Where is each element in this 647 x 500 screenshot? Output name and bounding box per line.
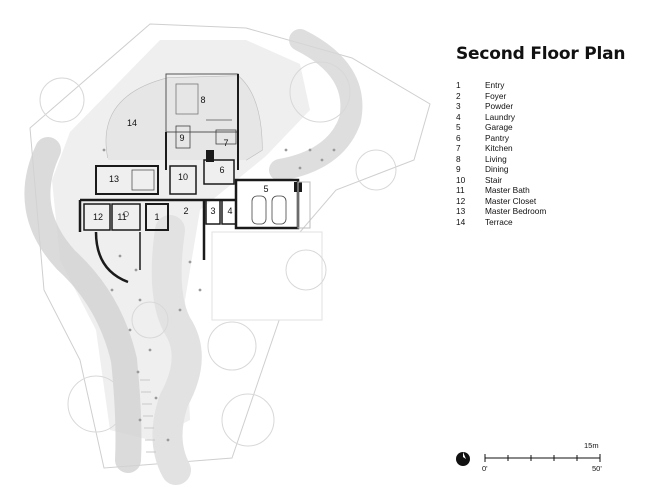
closet-block — [83, 203, 111, 231]
kitchen-island — [215, 129, 237, 145]
legend-room-name: Living — [485, 153, 507, 164]
lawn-right — [211, 231, 323, 321]
pathway-left — [24, 137, 142, 473]
legend-number: 7 — [456, 143, 461, 153]
legend-number: 8 — [456, 153, 461, 164]
room-label-5: 5 — [263, 184, 268, 194]
tree — [131, 301, 169, 339]
legend-number: 3 — [456, 101, 461, 111]
bed — [131, 169, 155, 191]
legend-room-name: Kitchen — [485, 143, 513, 153]
legend-item: 8 Living — [456, 154, 636, 165]
legend-room-name: Laundry — [485, 111, 515, 122]
tree — [221, 393, 275, 447]
legend-item: 9 Dining — [456, 164, 636, 175]
legend-number: 4 — [456, 111, 461, 122]
tree — [39, 77, 85, 123]
car-left — [251, 195, 267, 225]
legend-item: 5 Garage — [456, 122, 636, 133]
dining-table — [175, 125, 191, 149]
sofa — [175, 83, 199, 115]
room-labels: 1 2 3 4 5 6 7 8 9 10 11 12 13 14 — [93, 95, 269, 222]
room-legend: 1 Entry 2 Foyer 3 Powder 4 Laundry 5 Garage 6… — [456, 80, 636, 227]
page-title: Second Floor Plan — [456, 44, 626, 64]
room-label-3: 3 — [210, 206, 215, 216]
garage-apron — [297, 181, 311, 229]
legend-room-name: Garage — [485, 122, 513, 132]
legend-number: 2 — [456, 90, 461, 101]
room-label-14: 14 — [127, 118, 137, 128]
legend-room-name: Entry — [485, 80, 505, 90]
legend-number: 13 — [456, 206, 466, 216]
planting-dots — [102, 108, 336, 442]
bedroom-block — [95, 165, 159, 195]
legend-room-name: Foyer — [485, 90, 507, 101]
car-right — [271, 195, 287, 225]
legend-item: 12 Master Closet — [456, 196, 636, 207]
room-label-7: 7 — [223, 138, 228, 148]
tree — [67, 375, 125, 433]
room-label-11: 11 — [117, 212, 126, 222]
legend-number: 5 — [456, 122, 461, 132]
scale-metric-label: 15m — [584, 441, 599, 450]
legend-room-name: Dining — [485, 164, 509, 174]
legend-number: 10 — [456, 174, 466, 185]
legend-room-name: Master Closet — [485, 195, 537, 206]
driveway — [151, 215, 202, 485]
legend-room-name: Powder — [485, 101, 514, 111]
tree — [289, 61, 351, 123]
terrace-fill — [106, 76, 263, 160]
legend-item: 1 Entry — [456, 80, 636, 91]
legend-number: 1 — [456, 80, 461, 90]
stepping-stones — [140, 379, 156, 453]
room-label-12: 12 — [93, 212, 103, 222]
legend-item: 11 Master Bath — [456, 185, 636, 196]
scale-imperial-label: 50' — [592, 464, 602, 473]
room-label-8: 8 — [200, 95, 205, 105]
room-label-10: 10 — [178, 172, 188, 182]
legend-item: 10 Stair — [456, 175, 636, 186]
legend-number: 11 — [456, 185, 465, 195]
legend-room-name: Master Bedroom — [485, 206, 547, 216]
tree — [285, 249, 327, 291]
room-label-1: 1 — [154, 212, 159, 222]
tree — [355, 149, 397, 191]
building-plan — [78, 73, 311, 284]
scale-zero-label: 0' — [482, 464, 488, 473]
lot-boundary — [29, 23, 431, 469]
legend-room-name: Stair — [485, 174, 503, 185]
legend-item: 3 Powder — [456, 101, 636, 112]
legend-item: 6 Pantry — [456, 133, 636, 144]
legend-room-name: Master Bath — [485, 185, 530, 195]
stair-block — [169, 165, 197, 195]
legend-room-name: Terrace — [485, 216, 513, 227]
legend-item: 4 Laundry — [456, 112, 636, 123]
bath-block — [111, 203, 141, 231]
room-label-2: 2 — [183, 206, 188, 216]
legend-number: 9 — [456, 164, 461, 174]
master-curve — [94, 231, 129, 284]
legend-number: 14 — [456, 216, 466, 227]
north-arrow-icon — [456, 452, 470, 466]
legend-item: 14 Terrace — [456, 217, 636, 228]
room-label-4: 4 — [227, 206, 232, 216]
pathway-right — [269, 29, 363, 181]
room-label-6: 6 — [219, 165, 224, 175]
entry-block — [145, 203, 169, 231]
pantry-block — [203, 159, 235, 185]
legend-item: 13 Master Bedroom — [456, 206, 636, 217]
tree — [207, 321, 257, 371]
legend-number: 12 — [456, 195, 466, 206]
room-label-9: 9 — [179, 133, 184, 143]
powder-block — [205, 199, 221, 225]
legend-item: 2 Foyer — [456, 91, 636, 102]
legend-item: 7 Kitchen — [456, 143, 636, 154]
legend-room-name: Pantry — [485, 132, 509, 143]
room-label-13: 13 — [109, 174, 119, 184]
scale-area: 15m 0' 50' — [456, 441, 602, 473]
legend-number: 6 — [456, 132, 461, 143]
